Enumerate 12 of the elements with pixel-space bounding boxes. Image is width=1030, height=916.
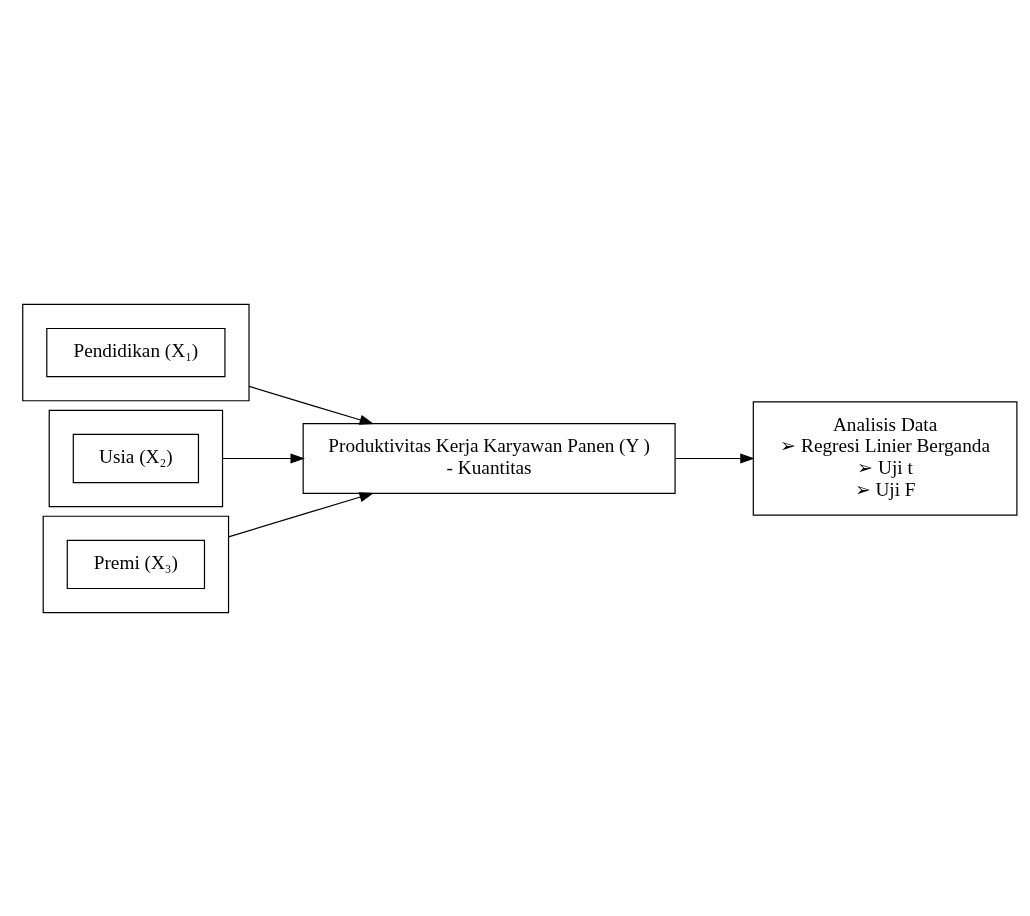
arrow [248, 385, 375, 425]
node-box: Produktivitas Kerja Karyawan Panen (Y ) - Kuantitas [302, 422, 676, 494]
cluster [48, 409, 224, 507]
node-box: Analisis Data ➢ Regresi Linier Berganda ➢ Uji t ➢ Uji F [752, 400, 1018, 516]
node-box: Usia (X₂) [72, 433, 200, 483]
arrow [675, 452, 755, 464]
node-box: Pendidikan (X₁) [46, 327, 226, 377]
cluster [22, 303, 250, 401]
arrow [221, 452, 305, 464]
cluster [42, 515, 230, 613]
node-box: Premi (X₃) [66, 539, 206, 589]
arrow [227, 491, 374, 537]
